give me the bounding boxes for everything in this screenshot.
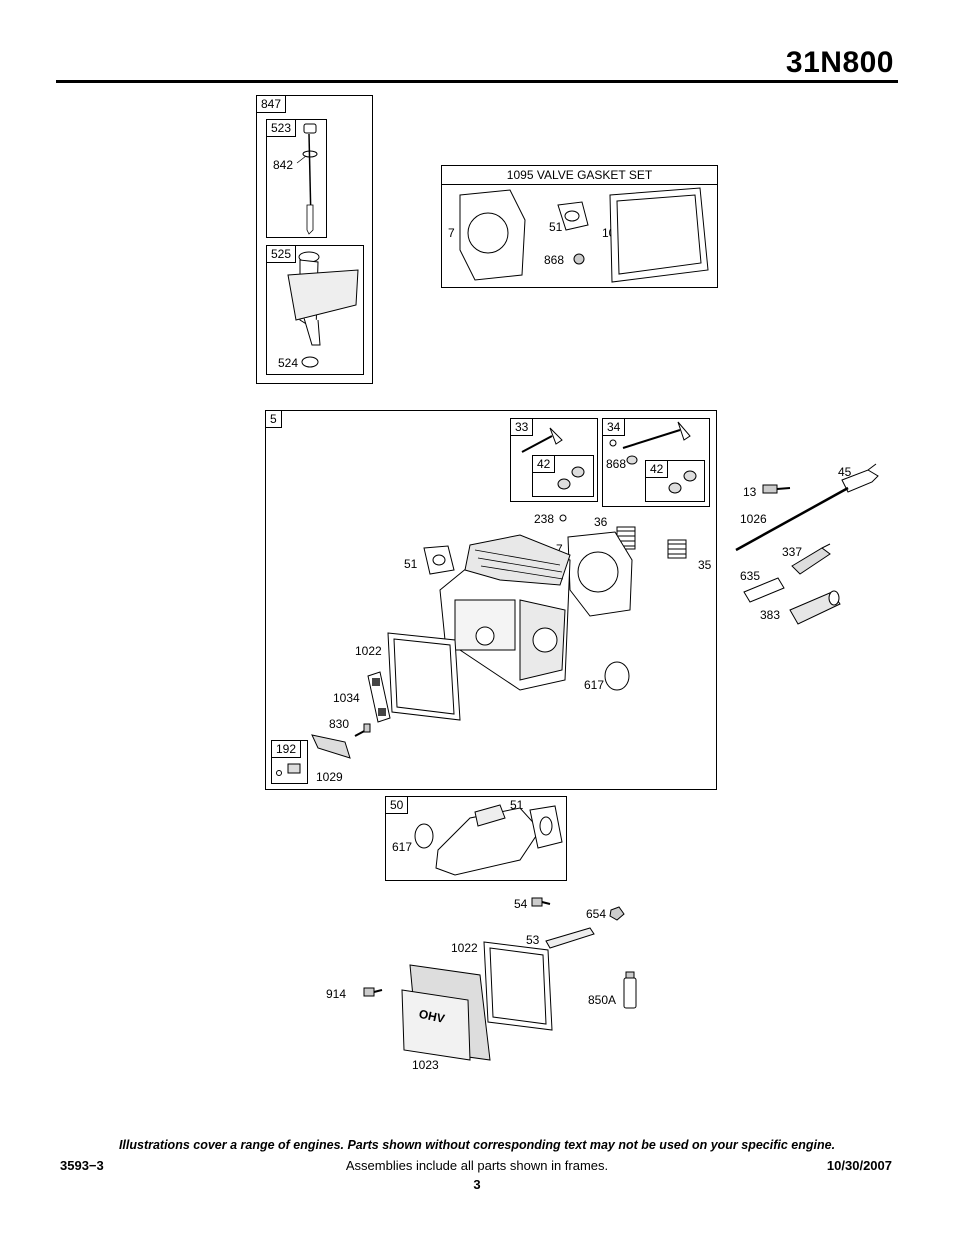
label-53: 53 bbox=[526, 933, 540, 947]
frame-42-a-tag: 42 bbox=[533, 456, 556, 473]
label-1034: 1034 bbox=[333, 691, 360, 705]
label-1022-cover: 1022 bbox=[451, 941, 478, 955]
frame-50-tag: 50 bbox=[386, 797, 409, 814]
label-850a: 850A bbox=[588, 993, 617, 1007]
frame-525-tag: 525 bbox=[267, 246, 297, 263]
frame-192-tag: 192 bbox=[272, 741, 302, 758]
frame-847-tag: 847 bbox=[257, 96, 287, 113]
label-914: 914 bbox=[326, 987, 347, 1001]
label-1022-head: 1022 bbox=[355, 644, 382, 658]
frame-42-b: 42 bbox=[645, 460, 705, 502]
frame-33: 33 bbox=[510, 418, 598, 502]
label-13: 13 bbox=[743, 485, 757, 499]
frame-525: 525 bbox=[266, 245, 364, 375]
frame-valve-gasket-set: 1095 VALVE GASKET SET bbox=[441, 165, 718, 288]
label-35: 35 bbox=[698, 558, 712, 572]
label-830: 830 bbox=[329, 717, 350, 731]
label-383: 383 bbox=[760, 608, 781, 622]
frame-34-tag: 34 bbox=[603, 419, 626, 436]
footer-disclaimer: Illustrations cover a range of engines. … bbox=[118, 1138, 836, 1152]
footer-assemblies-note: Assemblies include all parts shown in fr… bbox=[345, 1158, 609, 1173]
ohv-embossing: OHV bbox=[418, 1007, 446, 1026]
label-36: 36 bbox=[594, 515, 608, 529]
model-number: 31N800 bbox=[785, 46, 894, 79]
frame-33-tag: 33 bbox=[511, 419, 534, 436]
label-868-head: 868 bbox=[606, 457, 627, 471]
footer-doc-id: 3593−3 bbox=[60, 1158, 104, 1173]
frame-523: 523 bbox=[266, 119, 327, 238]
label-238: 238 bbox=[534, 512, 555, 526]
header-rule bbox=[56, 80, 898, 83]
valve-gasket-set-title: 1095 VALVE GASKET SET bbox=[442, 166, 717, 185]
label-524: 524 bbox=[278, 356, 299, 370]
label-635: 635 bbox=[740, 569, 761, 583]
label-1023: 1023 bbox=[412, 1058, 439, 1072]
frame-34: 34 bbox=[602, 418, 710, 507]
label-617-intake: 617 bbox=[392, 840, 413, 854]
label-1029: 1029 bbox=[316, 770, 343, 784]
frame-192: 192 bbox=[271, 740, 308, 784]
page-number: 3 bbox=[473, 1177, 481, 1192]
frame-5: 5 bbox=[265, 410, 717, 790]
frame-5-tag: 5 bbox=[266, 411, 282, 428]
label-7-set: 7 bbox=[448, 226, 455, 240]
label-842: 842 bbox=[273, 158, 294, 172]
frame-50: 50 bbox=[385, 796, 567, 881]
label-617-head: 617 bbox=[584, 678, 605, 692]
footer-date: 10/30/2007 bbox=[826, 1158, 892, 1173]
label-1026: 1026 bbox=[740, 512, 767, 526]
frame-523-tag: 523 bbox=[267, 120, 297, 137]
label-54: 54 bbox=[514, 897, 528, 911]
frame-42-b-tag: 42 bbox=[646, 461, 669, 478]
frame-847: 847 bbox=[256, 95, 373, 384]
frame-42-a: 42 bbox=[532, 455, 594, 497]
label-51-head: 51 bbox=[404, 557, 418, 571]
label-337: 337 bbox=[782, 545, 803, 559]
label-7-head: 7 bbox=[556, 542, 563, 556]
label-45: 45 bbox=[838, 465, 852, 479]
label-654: 654 bbox=[586, 907, 607, 921]
label-868-set: 868 bbox=[544, 253, 565, 267]
label-51-set: 51 bbox=[549, 220, 563, 234]
